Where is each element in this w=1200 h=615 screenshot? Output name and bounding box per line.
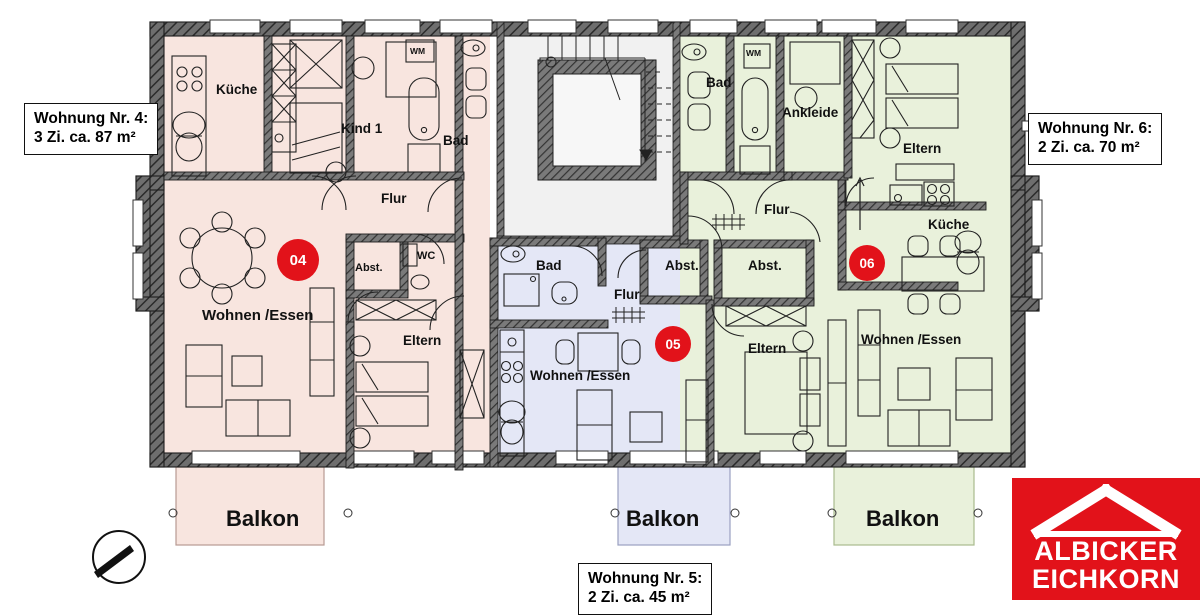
callout-wohnung-5: Wohnung Nr. 5: 2 Zi. ca. 45 m²	[578, 563, 713, 615]
balcony-posts	[168, 508, 983, 518]
apt04-living-furniture	[179, 211, 335, 437]
apt06-bedroom-furniture	[851, 37, 959, 181]
callout-5-line2: 2 Zi. ca. 45 m²	[588, 588, 690, 606]
apartment-badge-06[interactable]: 06	[849, 245, 885, 281]
company-logo[interactable]: ALBICKER EICHKORN	[1012, 478, 1200, 600]
north-arrow-compass	[92, 530, 146, 584]
apt06-kitchen-fixtures	[889, 181, 982, 275]
apt04-kitchen-fixtures	[171, 43, 297, 177]
apt06-ankleide-furniture	[789, 41, 841, 110]
apt05-doors	[571, 245, 745, 337]
apartment-badge-05[interactable]: 05	[655, 326, 691, 362]
apt04-doors	[311, 175, 465, 331]
apt04-wc-fixtures	[402, 243, 430, 290]
callout-wohnung-6: Wohnung Nr. 6: 2 Zi. ca. 70 m²	[1028, 113, 1163, 165]
apartment-badge-04[interactable]: 04	[277, 239, 319, 281]
apt06-living-furniture	[857, 235, 993, 447]
apt06-doors	[687, 176, 875, 251]
apartment-fill-04	[150, 22, 490, 546]
gable-roof-icon	[1030, 484, 1182, 540]
callout-6-line2: 2 Zi. ca. 70 m²	[1038, 138, 1140, 156]
logo-line-1: ALBICKER	[1034, 536, 1178, 566]
apt05-living-furniture	[555, 332, 709, 463]
apt05-bath-fixtures	[500, 245, 578, 307]
apt04-bath-fixtures	[405, 39, 487, 173]
logo-line-2: EICHKORN	[1031, 564, 1180, 594]
stairwell	[496, 21, 681, 245]
callout-wohnung-4: Wohnung Nr. 4: 3 Zi. ca. 87 m²	[24, 103, 159, 155]
callout-6-line1: Wohnung Nr. 6:	[1038, 120, 1153, 137]
apt06-bath-fixtures	[681, 43, 771, 175]
callout-5-line1: Wohnung Nr. 5:	[588, 570, 703, 587]
apt06-partitions	[679, 35, 987, 307]
floor-plan-drawing	[92, 19, 1053, 584]
floor-plan-canvas: Küche Kind 1 WM Bad Flur Abst. WC Wohnen…	[24, 19, 1200, 615]
apt05-kitchen-fixtures	[498, 329, 526, 457]
apt04-bedroom-furniture	[349, 299, 485, 449]
callout-4-line2: 3 Zi. ca. 87 m²	[34, 128, 136, 146]
callout-4-line1: Wohnung Nr. 4:	[34, 110, 149, 127]
